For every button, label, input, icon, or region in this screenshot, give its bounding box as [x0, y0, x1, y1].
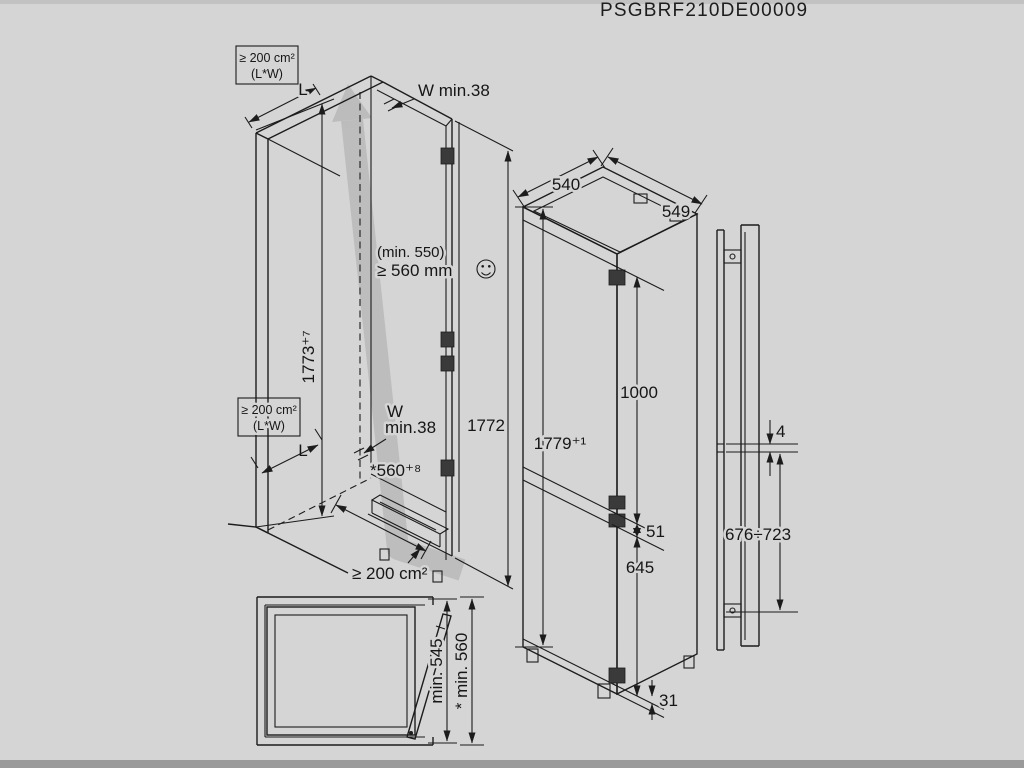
niche-depth-label: *560⁺⁸: [370, 461, 421, 480]
plan-view-dimensions: min. 545 * min. 560: [425, 596, 484, 746]
niche-iso-dimensions: L 1773⁺⁷ W min.38 (min. 550) ≥ 560 mm ≥ …: [235, 45, 514, 590]
plan-total-depth-label: * min. 560: [452, 633, 471, 710]
top-edge-strip: [0, 0, 1024, 4]
doc-code-label: PSGBRF210DE00009: [600, 0, 808, 21]
mid-clearance-label-1: ≥ 200 cm²: [241, 403, 297, 417]
upper-door-label: 1000: [620, 383, 658, 402]
smiley-icon: [476, 259, 496, 279]
plan-depth-label: min. 545: [427, 638, 446, 703]
front-depth-label: 549: [662, 202, 690, 221]
hinge-gap-label: 51: [646, 522, 665, 541]
side-view-dimensions: 4 676÷723: [722, 420, 798, 613]
front-view-hinges: [608, 269, 626, 684]
lower-door-label: 645: [626, 558, 654, 577]
mid-clearance-label-2: (L*W): [253, 419, 285, 433]
panel-gap-label: 4: [776, 422, 785, 441]
top-clearance-label-1: ≥ 200 cm²: [239, 51, 295, 65]
fixing-range-label: 676÷723: [725, 525, 791, 544]
appliance-height-label: 1772: [467, 416, 505, 435]
open-door-outline: [406, 613, 452, 740]
front-width-label: 540: [552, 175, 580, 194]
width-mid-label-1: W: [387, 402, 403, 421]
clearance-box-top: [235, 45, 299, 85]
bottom-edge-strip: [0, 760, 1024, 768]
front-height-label: 1779⁺¹: [534, 434, 587, 453]
front-view-dimensions: 540 549 1779⁺¹ 1000 51 645 31: [512, 147, 708, 720]
depth-note-label-1: (min. 550): [377, 244, 445, 261]
clearance-box-mid: [237, 397, 301, 437]
niche-iso-hinges: [440, 147, 455, 477]
length-top-label: L: [298, 80, 307, 99]
bottom-clearance-label: ≥ 200 cm²: [352, 564, 428, 583]
niche-height-label: 1773⁺⁷: [299, 331, 318, 384]
width-top-label: W min.38: [418, 81, 490, 100]
top-clearance-label-2: (L*W): [251, 67, 283, 81]
side-view-linework: [716, 224, 760, 651]
width-mid-label-2: min.38: [385, 418, 436, 437]
plinth-label: 31: [659, 691, 678, 710]
depth-note-label-2: ≥ 560 mm: [377, 261, 452, 280]
